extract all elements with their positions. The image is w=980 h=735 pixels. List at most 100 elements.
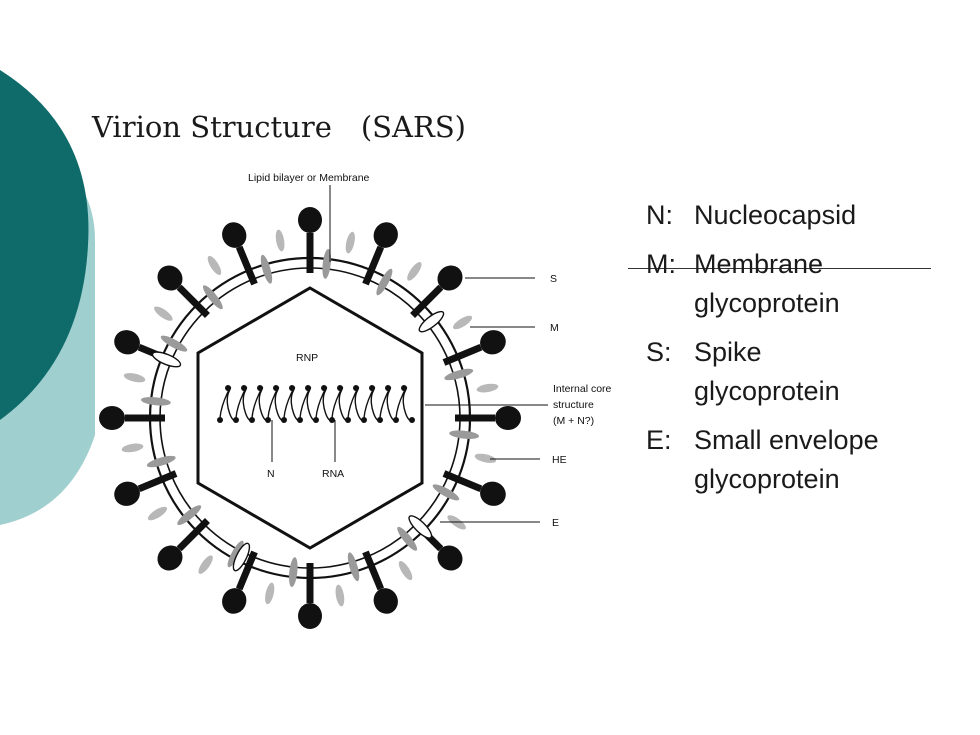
membrane-protein [322, 248, 331, 279]
spike-head [480, 481, 506, 506]
legend-item-s: S:Spike glycoprotein [646, 333, 966, 411]
label-core-3: (M + N?) [553, 415, 594, 427]
he-protein [265, 582, 275, 605]
legend-text: Small envelope [694, 425, 879, 455]
nucleocapsid-dot [393, 417, 399, 423]
he-protein [121, 443, 144, 453]
nucleocapsid-dot [273, 385, 279, 391]
legend-item-e: E: Small envelope glycoprotein [646, 421, 966, 499]
legend-continuation: glycoprotein [694, 464, 840, 494]
membrane-protein [227, 540, 244, 568]
spike-stalk [176, 518, 210, 552]
membrane-protein [260, 254, 273, 284]
spike-head [157, 265, 183, 291]
spike-head [373, 588, 398, 614]
dark-teal-shape [0, 70, 89, 420]
nucleocapsid-dot [241, 385, 247, 391]
spike-head [495, 406, 521, 430]
he-protein [207, 255, 222, 276]
legend-continuation: glycoprotein [694, 288, 840, 318]
nucleocapsid-dot [257, 385, 263, 391]
spike-head [373, 222, 398, 248]
membrane-protein [160, 335, 188, 352]
nucleocapsid-dot [265, 417, 271, 423]
label-e: E [552, 517, 559, 529]
nucleocapsid-dot [329, 417, 335, 423]
nucleocapsid-dot [297, 417, 303, 423]
nucleocapsid-dot [377, 417, 383, 423]
membrane-protein [347, 552, 360, 582]
label-he: HE [552, 454, 567, 466]
spike-stalk [362, 550, 385, 591]
he-protein [335, 584, 345, 607]
spike-head [480, 330, 506, 355]
nucleocapsid-dot [401, 385, 407, 391]
he-protein [345, 231, 355, 254]
membrane-protein [449, 430, 480, 439]
legend-item-m: M:Membrane glycoprotein [646, 245, 966, 323]
nucleocapsid-dot [313, 417, 319, 423]
legend-code: E: [646, 425, 672, 455]
legend: N:Nucleocapsid M:Membrane glycoprotein S… [646, 196, 966, 509]
legend-code: N: [646, 200, 673, 230]
label-core-1: Internal core [553, 383, 612, 395]
spike-stalk [137, 470, 178, 493]
membrane-protein [146, 455, 176, 468]
spike-stalk [235, 550, 258, 591]
membrane-protein [397, 526, 418, 551]
nucleocapsid-dot [409, 417, 415, 423]
nucleocapsid-dot [385, 385, 391, 391]
label-rnp: RNP [296, 352, 318, 364]
nucleocapsid-dot [369, 385, 375, 391]
membrane-protein [376, 268, 393, 296]
spike-head [437, 265, 463, 291]
nucleocapsid-dot [305, 385, 311, 391]
spike-head [298, 603, 322, 629]
label-m: M [550, 322, 559, 334]
spike-head [222, 222, 247, 248]
nucleocapsid-dot [281, 417, 287, 423]
internal-core-hexagon [196, 286, 424, 550]
envelope-protein [232, 542, 251, 572]
membrane-protein [444, 368, 474, 381]
slide-title: Virion Structure (SARS) [92, 110, 466, 144]
he-protein [123, 373, 146, 383]
spike-head [114, 481, 140, 506]
envelope-protein [151, 351, 182, 368]
membrane-protein [202, 285, 223, 310]
spike-layer [99, 207, 521, 629]
nucleocapsid-dot [217, 417, 223, 423]
nucleocapsid-dot [249, 417, 255, 423]
he-protein [398, 560, 413, 581]
nucleocapsid-dot [345, 417, 351, 423]
he-protein [476, 383, 499, 393]
envelope-protein [418, 310, 445, 333]
envelope-protein [408, 515, 433, 539]
leader-lines [271, 185, 548, 523]
membrane-protein [289, 557, 298, 588]
he-protein [275, 229, 285, 252]
nucleocapsid-dot [361, 417, 367, 423]
nucleocapsid-dot [233, 417, 239, 423]
he-protein [147, 506, 168, 521]
he-protein [407, 262, 422, 281]
nucleocapsid-dot [225, 385, 231, 391]
spike-stalk [362, 245, 385, 286]
nucleocapsid-dot [321, 385, 327, 391]
spike-stalk [235, 245, 258, 286]
legend-code: M: [646, 249, 676, 279]
he-protein [474, 453, 497, 463]
spike-head [298, 207, 322, 233]
label-rna: RNA [322, 468, 344, 480]
he-protein [198, 555, 213, 574]
membrane-protein [432, 484, 460, 501]
strike-line [628, 268, 931, 269]
legend-text: Spike [694, 337, 762, 367]
legend-item-n: N:Nucleocapsid [646, 196, 966, 235]
spike-head [222, 588, 247, 614]
membrane-protein [177, 505, 202, 526]
spike-head [114, 330, 140, 355]
legend-code: S: [646, 337, 672, 367]
